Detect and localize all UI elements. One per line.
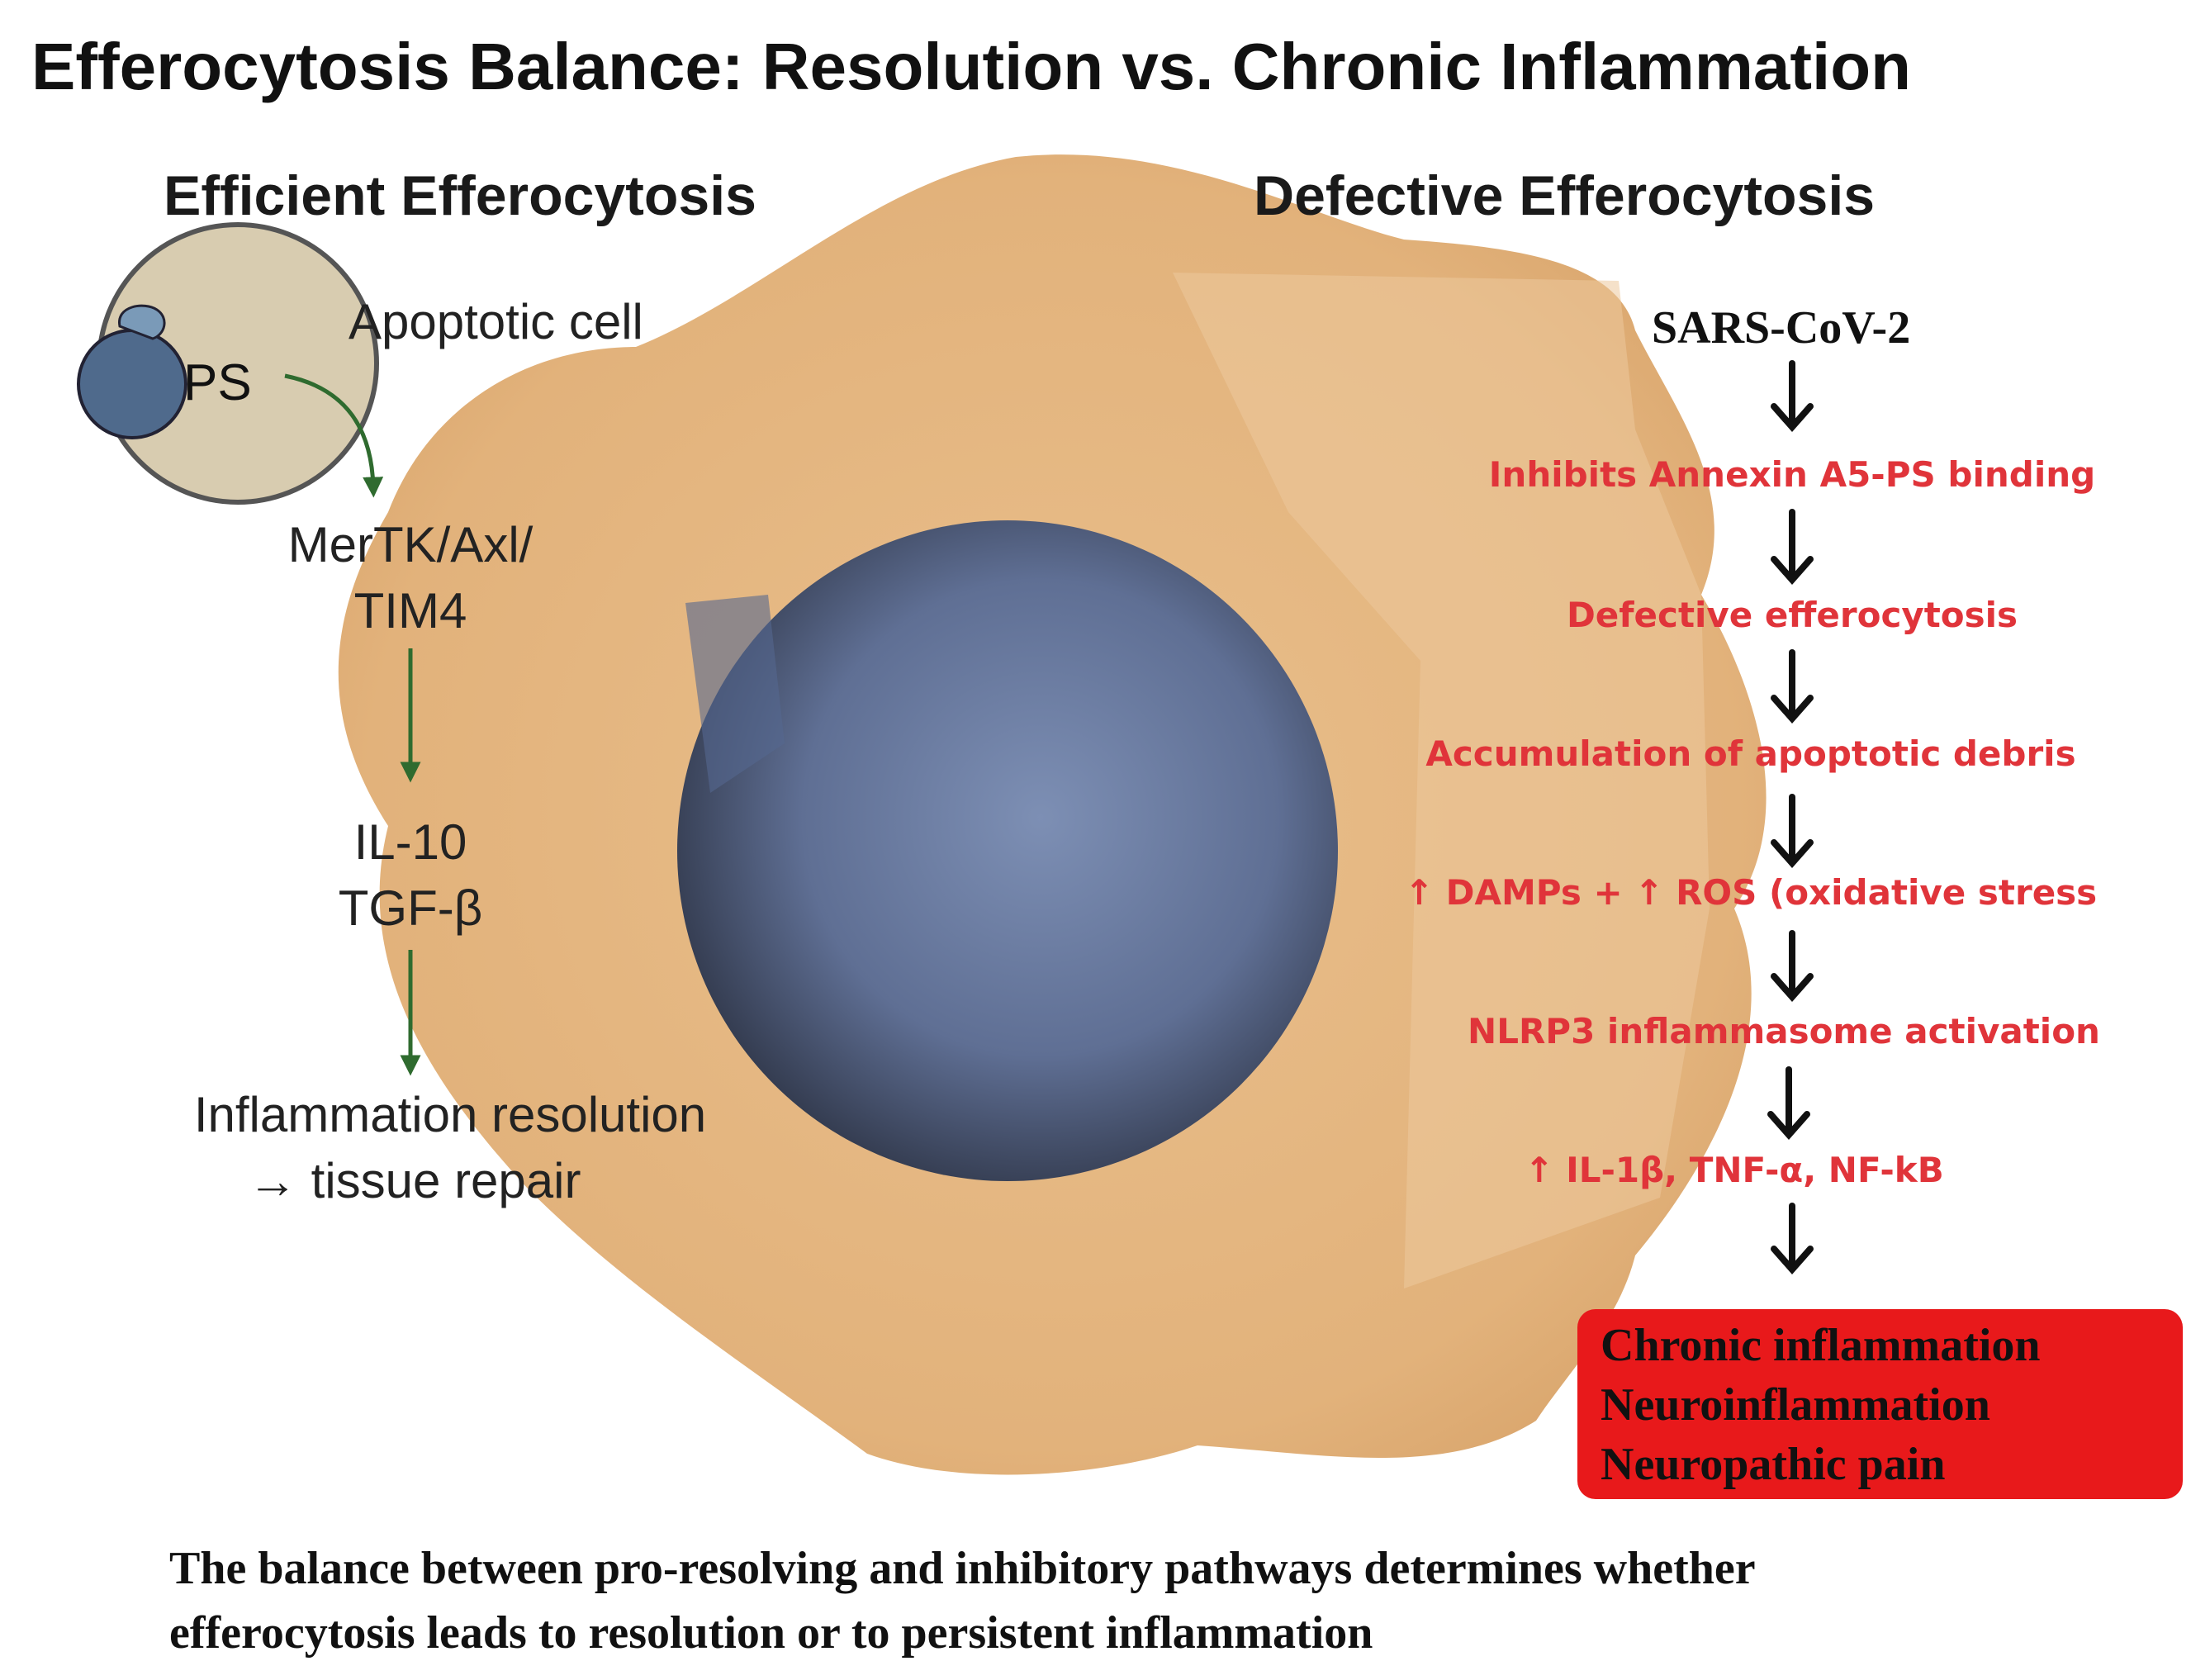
nucleus-patch [685, 595, 785, 793]
step-cytokines: ↑ IL-1β, TNF-α, NF-kB [1525, 1150, 1944, 1190]
arrow-ps-to-receptor [284, 373, 384, 498]
receptor-line-1: MerTK/Axl/ [287, 517, 534, 572]
step-damps: ↑ DAMPs + ↑ ROS (oxidative stress [1404, 872, 2098, 913]
cytokines-line-1: IL-10 [353, 814, 467, 870]
right-heading: Defective Efferocytosis [1254, 164, 1876, 227]
sars-cov-2-label: SARS-CoV-2 [1652, 302, 1911, 354]
arrow-4 [1771, 794, 1814, 869]
caption-line-1: The balance between pro-resolving and in… [169, 1543, 1756, 1594]
outcome-line-1: Chronic inflammation [1601, 1320, 2041, 1371]
outcome-line-2: Neuroinflammation [1601, 1379, 1990, 1431]
arrow-5 [1771, 930, 1814, 1003]
step-nlrp3: NLRP3 inflammasome activation [1468, 1011, 2100, 1051]
outcome-text: Chronic inflammation Neuroinflammation N… [1601, 1316, 2041, 1494]
outcome-box [1577, 1309, 2183, 1499]
nucleus [677, 520, 1338, 1181]
arrow-2 [1771, 509, 1814, 586]
cytokines-label: IL-10 TGF-β [287, 809, 534, 942]
page-title: Efferocytosis Balance: Resolution vs. Ch… [31, 30, 1912, 103]
resolution-line-1: Inflammation resolution [193, 1087, 707, 1142]
receptor-label: MerTK/Axl/ TIM4 [245, 512, 576, 644]
cytoplasm-highlight [1173, 273, 1710, 1288]
receptor-line-2: TIM4 [353, 583, 467, 638]
cytokines-line-2: TGF-β [338, 880, 483, 936]
apoptotic-cell-label: Apoptotic cell [349, 294, 643, 349]
outcome-line-3: Neuropathic pain [1601, 1439, 1946, 1490]
step-annexin: Inhibits Annexin A5-PS binding [1488, 454, 2096, 495]
caption-line-2: efferocytosis leads to resolution or to … [169, 1607, 1373, 1659]
resolution-label: Inflammation resolution → tissue repair [140, 1082, 760, 1214]
ps-label: PS [183, 354, 252, 411]
arrow-7 [1771, 1203, 1814, 1275]
arrow-6 [1767, 1066, 1810, 1141]
arrow-1 [1771, 360, 1814, 433]
apoptotic-bleb [118, 304, 166, 340]
figure-caption: The balance between pro-resolving and in… [169, 1536, 2184, 1665]
black-arrows [1767, 360, 1814, 1275]
apoptotic-cell-nucleus [77, 329, 187, 439]
step-debris: Accumulation of apoptotic debris [1425, 733, 2076, 774]
left-heading: Efficient Efferocytosis [164, 164, 756, 227]
step-defective: Defective efferocytosis [1566, 595, 2018, 635]
resolution-line-2: → tissue repair [248, 1153, 581, 1208]
arrow-3 [1771, 649, 1814, 724]
